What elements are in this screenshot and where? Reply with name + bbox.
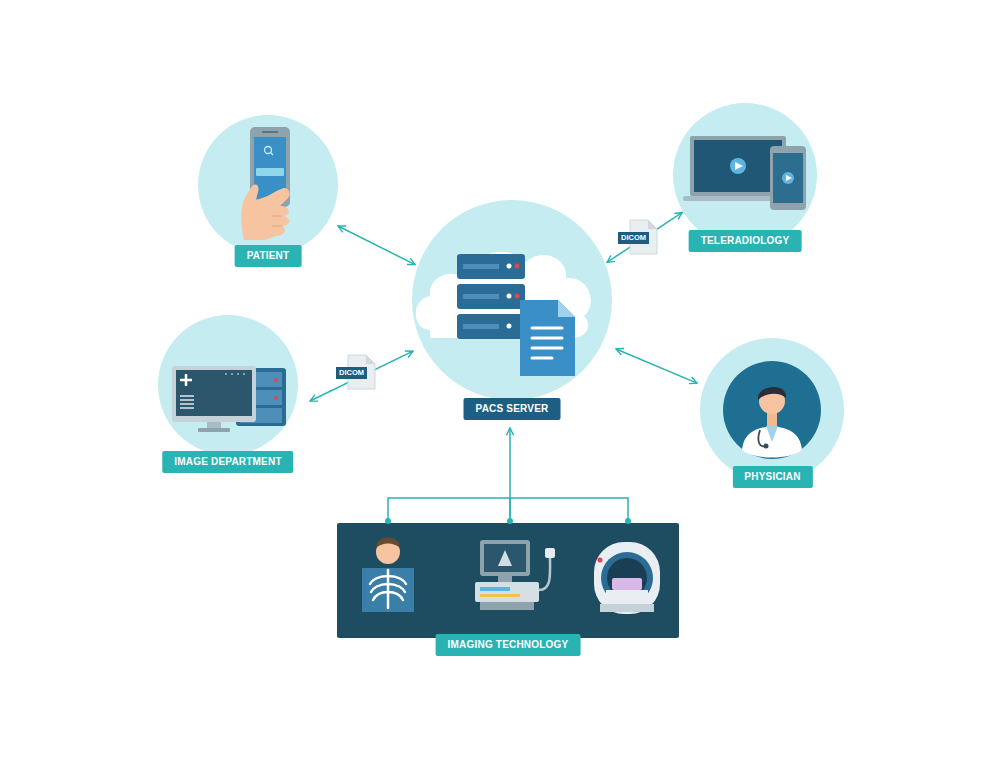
node-outline — [412, 200, 612, 400]
connector-arrow — [607, 212, 682, 262]
node-outline — [337, 523, 679, 638]
file-tag: DICOM — [618, 219, 660, 255]
connector-arrow — [338, 226, 415, 265]
node-circle — [412, 198, 612, 420]
imaging-technology-panel: IMAGING TECHNOLOGY — [337, 523, 679, 656]
node-outline — [198, 115, 338, 255]
physician-node: PHYSICIAN — [700, 336, 845, 488]
node-outline — [673, 103, 817, 247]
file-tag: DICOM — [336, 354, 378, 390]
node-outline — [700, 338, 844, 482]
teleradiology-node: TELERADIOLOGY — [672, 100, 818, 252]
node-label: PHYSICIAN — [732, 466, 812, 488]
node-label: IMAGING TECHNOLOGY — [436, 634, 581, 656]
branch-bracket — [388, 498, 628, 521]
doctor-figure — [723, 361, 821, 459]
edge-label: DICOM — [618, 232, 649, 244]
patient-node: PATIENT — [198, 115, 338, 267]
node-outline — [158, 315, 298, 455]
node-label: PACS SERVER — [464, 398, 561, 420]
node-label: PATIENT — [235, 245, 302, 267]
laptop-and-phone — [683, 136, 806, 210]
node-label: IMAGE DEPARTMENT — [162, 451, 293, 473]
node-circle — [158, 313, 298, 473]
connector-arrow — [616, 349, 697, 383]
node-label: TELERADIOLOGY — [689, 230, 802, 252]
mri-icon — [594, 542, 660, 614]
image-department-node: IMAGE DEPARTMENT — [158, 313, 298, 473]
pacs-server-node: PACS SERVER — [412, 198, 612, 420]
edge-label: DICOM — [336, 367, 367, 379]
connector-arrow — [310, 351, 413, 401]
